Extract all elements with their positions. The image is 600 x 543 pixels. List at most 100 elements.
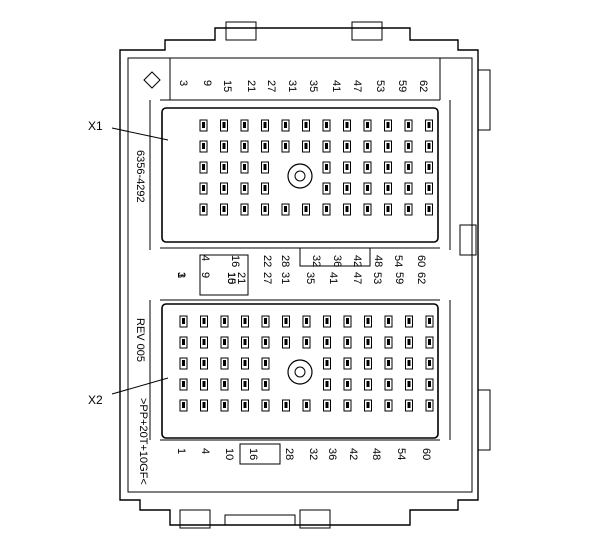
pin-contact: [182, 402, 185, 408]
pin-contact: [387, 402, 390, 408]
pin-contact: [427, 143, 431, 149]
pin-contact: [284, 318, 288, 324]
pin-number-label: 28: [283, 448, 295, 460]
pin-contact: [366, 402, 370, 408]
pin-number-label: 60: [420, 448, 432, 460]
pin-contact: [243, 360, 247, 366]
pin-contact: [202, 402, 206, 408]
pin-contact: [386, 164, 390, 170]
pin-contact: [407, 402, 411, 408]
pin-number-label: 4: [199, 448, 211, 454]
pin-number-label: 36: [331, 255, 343, 267]
pin-contact: [202, 143, 205, 149]
pin-number-label: 1: [175, 448, 187, 454]
pin-contact: [428, 339, 431, 345]
pin-contact: [407, 143, 410, 149]
pin-contact: [325, 185, 328, 191]
part-number-text: 6356-4292: [134, 150, 146, 203]
pin-contact: [284, 206, 287, 212]
pin-number-label: 62: [415, 272, 427, 284]
pin-contact: [407, 206, 410, 212]
pin-contact: [202, 360, 206, 366]
pin-contact: [428, 360, 431, 366]
pin-contact: [243, 318, 247, 324]
pin-number-label: 10: [223, 448, 235, 460]
pin-number-label: 35: [307, 80, 319, 92]
pin-number-label: 47: [351, 80, 363, 92]
pin-number-label: 60: [415, 255, 427, 267]
pin-contact: [366, 360, 370, 366]
pin-contact: [263, 143, 267, 149]
pin-number-label: 54: [395, 448, 407, 460]
pin-contact: [427, 164, 431, 170]
pin-number-label: 31: [279, 272, 291, 284]
pin-contact: [325, 206, 328, 212]
pin-contact: [366, 122, 369, 128]
pin-number-label: 48: [370, 448, 382, 460]
pin-number-label: 28: [279, 255, 291, 267]
pin-number-label: 32: [310, 255, 322, 267]
pin-contact: [345, 143, 349, 149]
pin-contact: [325, 339, 329, 345]
pin-contact: [407, 318, 411, 324]
pin-contact: [407, 360, 411, 366]
pin-contact: [222, 143, 226, 149]
pin-number-label: 3: [177, 80, 189, 86]
pin-contact: [325, 143, 328, 149]
pin-contact: [428, 381, 431, 387]
pin-contact: [345, 206, 349, 212]
pin-number-label: 3: [175, 272, 187, 278]
pin-contact: [366, 164, 369, 170]
x2-leader-line: [111, 377, 169, 395]
x1-pin-grid: [199, 119, 433, 216]
pin-contact: [263, 185, 267, 191]
pin-contact: [428, 318, 431, 324]
pin-contact: [345, 164, 349, 170]
pin-contact: [264, 381, 267, 387]
pin-contact: [222, 122, 226, 128]
pin-contact: [264, 360, 267, 366]
pin-number-label: 36: [326, 448, 338, 460]
x2-pin-grid: [179, 315, 434, 412]
pin-contact: [407, 339, 411, 345]
pin-contact: [263, 122, 267, 128]
pin-contact: [243, 206, 246, 212]
pin-contact: [182, 339, 185, 345]
pin-number-label: 16: [247, 448, 259, 460]
pin-contact: [427, 206, 431, 212]
pin-contact: [366, 381, 370, 387]
pin-contact: [304, 206, 308, 212]
pin-contact: [223, 339, 226, 345]
pin-contact: [284, 143, 287, 149]
pin-contact: [345, 185, 349, 191]
pin-number-label: 59: [393, 272, 405, 284]
pin-contact: [386, 143, 390, 149]
pin-contact: [386, 122, 390, 128]
pin-contact: [346, 339, 349, 345]
revision-text: REV 005: [134, 318, 146, 362]
pin-number-label: 27: [265, 80, 277, 92]
pin-contact: [325, 122, 328, 128]
pin-contact: [305, 402, 308, 408]
pin-contact: [202, 185, 205, 191]
pin-contact: [345, 122, 349, 128]
pin-contact: [304, 143, 308, 149]
pin-contact: [407, 381, 411, 387]
pin-contact: [366, 339, 370, 345]
pin-contact: [284, 402, 288, 408]
pin-number-label: 41: [327, 272, 339, 284]
pin-contact: [182, 360, 185, 366]
pin-contact: [263, 206, 267, 212]
pin-contact: [366, 318, 370, 324]
pin-contact: [223, 360, 226, 366]
pin-contact: [346, 360, 349, 366]
pin-contact: [386, 206, 390, 212]
pin-number-label: 32: [307, 448, 319, 460]
pin-contact: [182, 381, 185, 387]
pin-number-label: 22: [261, 255, 273, 267]
pin-contact: [387, 318, 390, 324]
x1-label: X1: [88, 119, 103, 133]
